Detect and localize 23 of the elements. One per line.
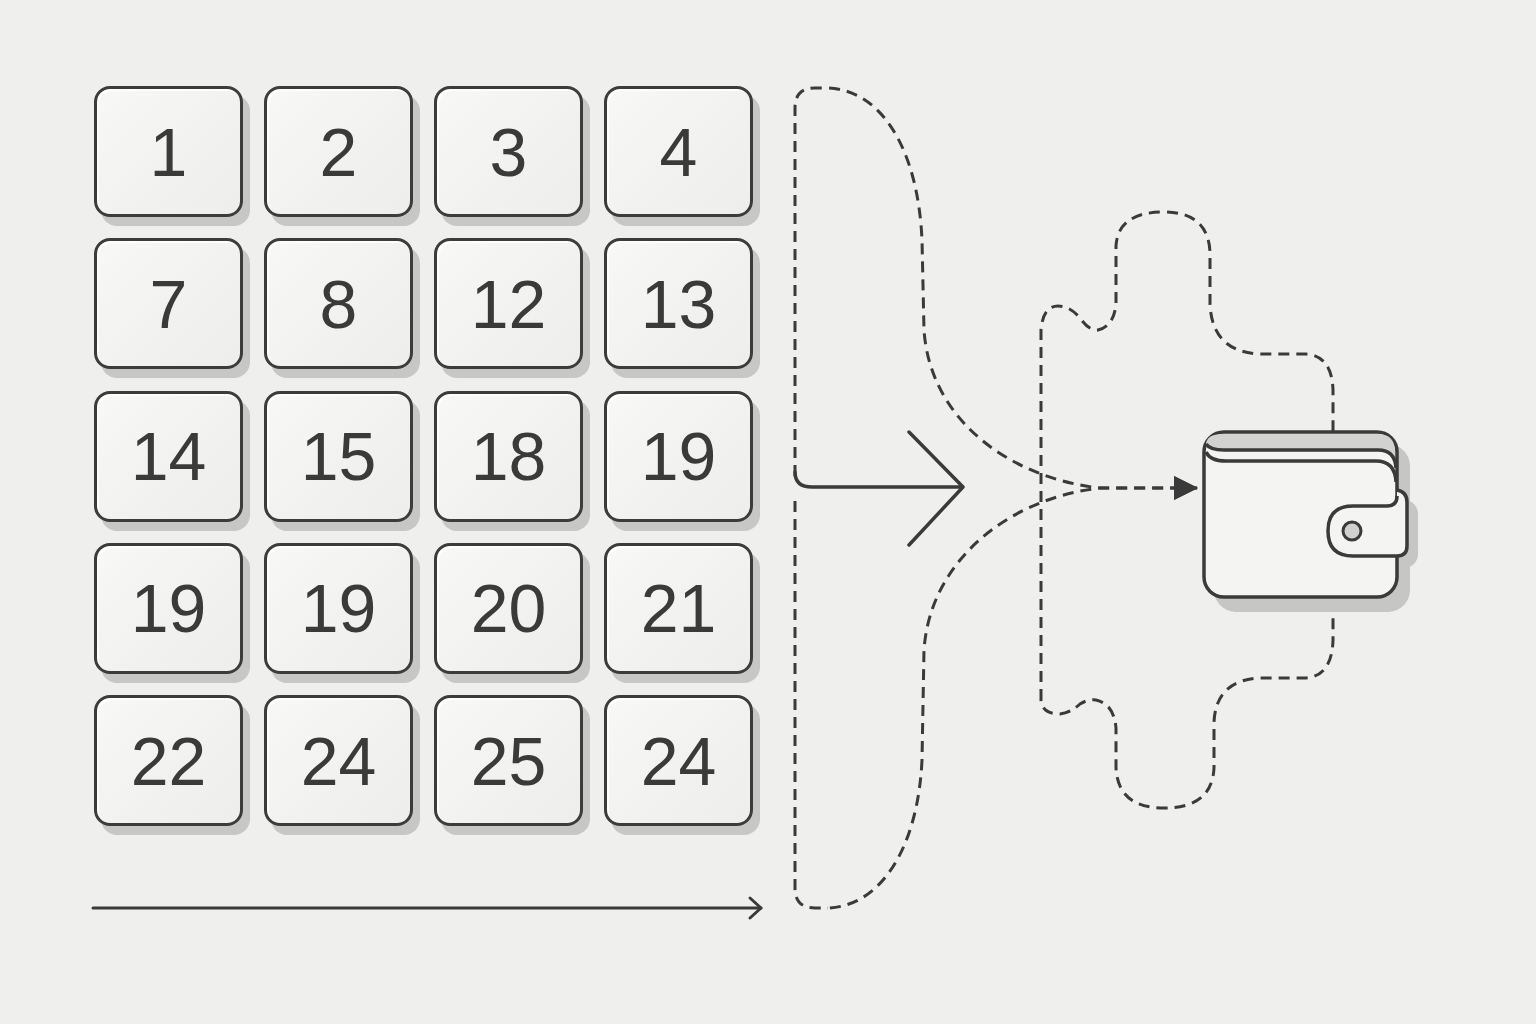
tile-number: 12: [470, 269, 547, 338]
tile-number: 25: [470, 726, 547, 795]
puzzle-outline: [1039, 210, 1336, 810]
tile-number: 24: [640, 726, 717, 795]
tile-number: 4: [659, 117, 698, 186]
tile-number: 1: [149, 117, 188, 186]
dashed-arrow: [827, 476, 1198, 910]
tile-number: 19: [300, 574, 377, 643]
tile-number: 15: [300, 422, 377, 491]
tile-number: 13: [640, 269, 717, 338]
tile-number: 19: [130, 574, 207, 643]
tile-number: 19: [640, 422, 717, 491]
tile-number: 21: [640, 574, 717, 643]
tile-number: 2: [319, 117, 358, 186]
wallet-icon: [1200, 429, 1420, 614]
tile-number: 18: [470, 422, 547, 491]
tile-number: 8: [319, 269, 358, 338]
tile-number: 3: [489, 117, 528, 186]
tile-number: 24: [300, 726, 377, 795]
tile-number: 14: [130, 422, 207, 491]
tile-number: 7: [149, 269, 188, 338]
tile-number: 20: [470, 574, 547, 643]
tile-number: 22: [130, 726, 207, 795]
